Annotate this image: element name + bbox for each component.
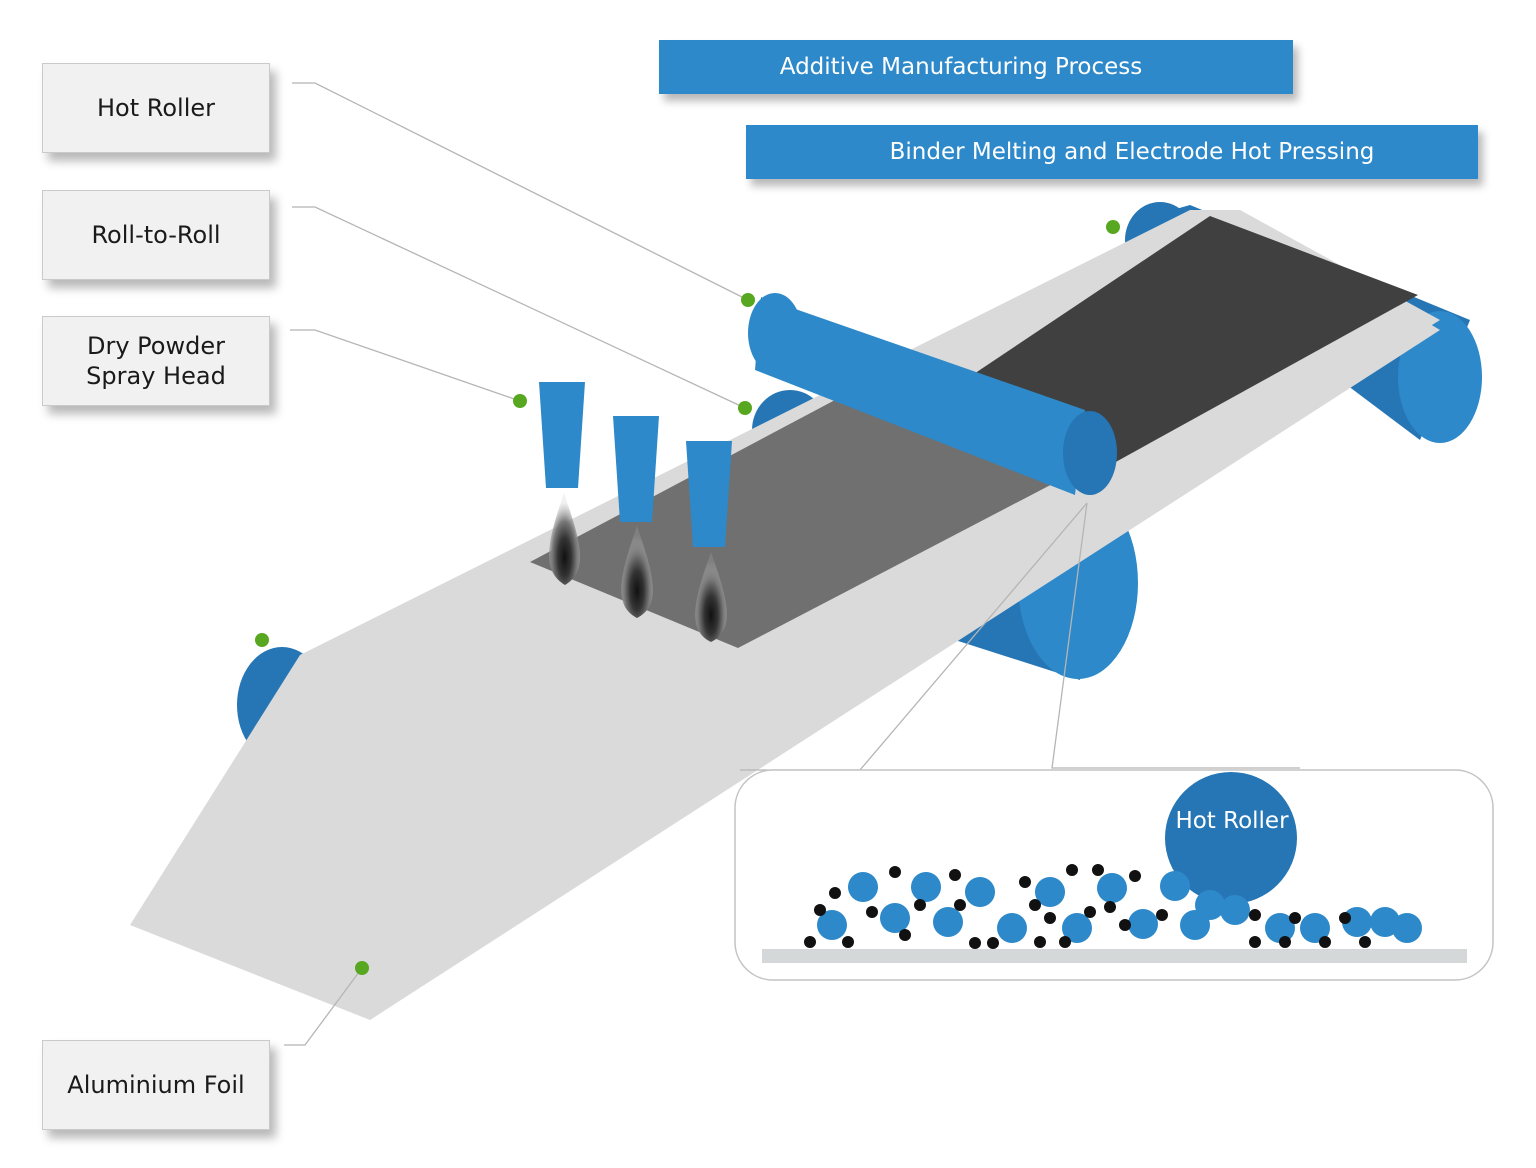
active-material-particle: [1195, 890, 1225, 920]
spray-head-3: [686, 441, 732, 642]
binder-particle: [1359, 936, 1371, 948]
banner-title: Additive Manufacturing Process: [779, 54, 1143, 80]
label-spray-head-text: Dry Powder Spray Head: [86, 332, 226, 390]
binder-particle: [1249, 909, 1261, 921]
binder-particle: [1084, 906, 1096, 918]
binder-particle: [1249, 936, 1261, 948]
binder-particle: [1092, 864, 1104, 876]
binder-particle: [1044, 912, 1056, 924]
label-aluminium-foil-text: Aluminium Foil: [67, 1071, 245, 1099]
binder-particle: [949, 869, 961, 881]
spray-head-1: [539, 382, 585, 585]
inset-hot-roller-label: Hot Roller: [1175, 808, 1289, 834]
label-spray-head: Dry Powder Spray Head: [42, 316, 270, 406]
label-roll-to-roll: Roll-to-Roll: [42, 190, 270, 280]
binder-particle: [1119, 919, 1131, 931]
spray-head-2: [613, 416, 659, 618]
binder-particle: [1339, 912, 1351, 924]
active-material-particle: [965, 877, 995, 907]
binder-particle: [1289, 912, 1301, 924]
inset-panel: [734, 769, 1494, 981]
active-material-particle: [1128, 909, 1158, 939]
active-material-particle: [880, 903, 910, 933]
active-material-particle: [911, 872, 941, 902]
active-material-particle: [1035, 877, 1065, 907]
marker-near-roller: [255, 633, 269, 647]
active-material-particle: [1062, 913, 1092, 943]
binder-particle: [842, 936, 854, 948]
binder-particle: [1156, 909, 1168, 921]
binder-particle: [1034, 936, 1046, 948]
active-material-particle: [1097, 873, 1127, 903]
label-hot-roller-text: Hot Roller: [96, 94, 216, 122]
active-material-particle: [1392, 913, 1422, 943]
binder-particle: [1104, 901, 1116, 913]
label-aluminium-foil: Aluminium Foil: [42, 1040, 270, 1130]
label-hot-roller: Hot Roller: [42, 63, 270, 153]
binder-particle: [969, 937, 981, 949]
binder-particle: [814, 904, 826, 916]
marker-roll-to-roll: [738, 401, 752, 415]
active-material-particle: [1160, 871, 1190, 901]
binder-particle: [954, 899, 966, 911]
binder-particle: [1029, 899, 1041, 911]
binder-particle: [866, 906, 878, 918]
banner-subtitle: Binder Melting and Electrode Hot Pressin…: [889, 139, 1375, 165]
binder-particle: [1059, 936, 1071, 948]
marker-foil: [355, 961, 369, 975]
binder-particle: [914, 899, 926, 911]
banner-additive-manufacturing: Additive Manufacturing Process: [659, 40, 1293, 94]
active-material-particle: [1300, 913, 1330, 943]
binder-particle: [1019, 876, 1031, 888]
binder-particle: [987, 937, 999, 949]
marker-hot-roller: [741, 293, 755, 307]
binder-particle: [889, 866, 901, 878]
inset-particles: [804, 864, 1422, 949]
binder-particle: [1066, 864, 1078, 876]
binder-particle: [804, 936, 816, 948]
marker-far-roller: [1106, 220, 1120, 234]
inset-substrate: [762, 949, 1467, 963]
active-material-particle: [997, 913, 1027, 943]
active-material-particle: [1265, 913, 1295, 943]
label-roll-to-roll-text: Roll-to-Roll: [91, 221, 221, 249]
binder-particle: [899, 929, 911, 941]
binder-particle: [829, 887, 841, 899]
binder-particle: [1279, 936, 1291, 948]
dry-powder-layer: [530, 400, 1060, 648]
banner-binder-melting: Binder Melting and Electrode Hot Pressin…: [746, 125, 1478, 179]
binder-particle: [1319, 936, 1331, 948]
active-material-particle: [817, 910, 847, 940]
marker-dots: [255, 220, 1120, 975]
active-material-particle: [933, 907, 963, 937]
inset-hot-roller: [1165, 772, 1297, 904]
active-material-particle: [1220, 895, 1250, 925]
active-material-particle: [848, 872, 878, 902]
marker-spray-head: [513, 394, 527, 408]
binder-particle: [1129, 870, 1141, 882]
hot-roller-upper: [748, 293, 1117, 495]
